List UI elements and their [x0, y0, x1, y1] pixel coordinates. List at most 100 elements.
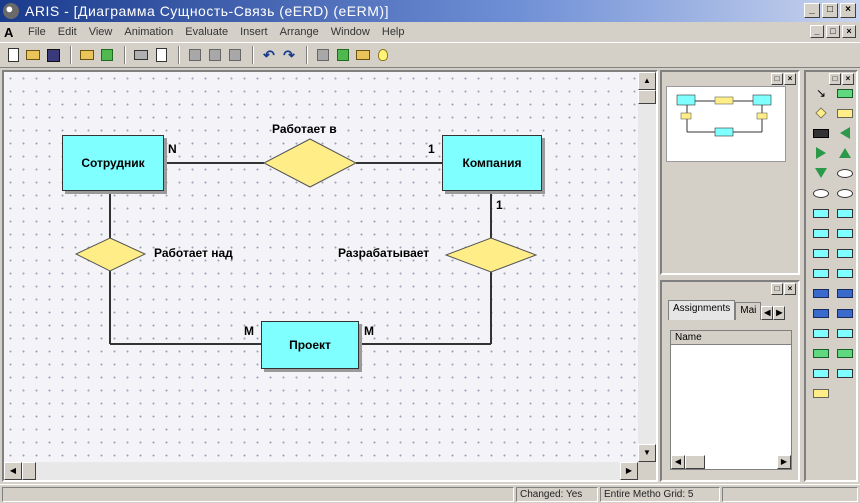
doc-restore-button[interactable]: □ — [826, 25, 840, 38]
print-button[interactable] — [132, 46, 150, 64]
paste-icon — [229, 49, 241, 61]
explorer-button[interactable] — [78, 46, 96, 64]
assignments-list[interactable]: Name ◀ ▶ — [670, 330, 792, 470]
undo-button[interactable]: ↶ — [260, 46, 278, 64]
navigator-button[interactable] — [98, 46, 116, 64]
key-attribute-symbol[interactable] — [810, 186, 832, 200]
entity-symbol-5[interactable] — [810, 246, 832, 260]
menu-window[interactable]: Window — [330, 26, 370, 38]
redo-button[interactable]: ↷ — [280, 46, 298, 64]
tab-scroll-left-button[interactable]: ◀ — [761, 306, 774, 320]
new-button[interactable] — [4, 46, 22, 64]
table-symbol-3[interactable] — [810, 306, 832, 320]
entity-symbol-2[interactable] — [834, 206, 856, 220]
generalization-symbol[interactable] — [810, 146, 832, 160]
list-scroll-left-button[interactable]: ◀ — [671, 455, 685, 469]
menu-edit[interactable]: Edit — [57, 26, 77, 38]
scroll-down-button[interactable]: ▼ — [638, 444, 656, 462]
list-scroll-right-button[interactable]: ▶ — [777, 455, 791, 469]
status-changed: Changed: Yes — [516, 487, 598, 502]
scroll-up-button[interactable]: ▲ — [638, 72, 656, 90]
menu-view[interactable]: View — [88, 26, 113, 38]
scroll-right-button[interactable]: ▶ — [620, 462, 638, 480]
field-symbol-1[interactable] — [810, 366, 832, 380]
view-symbol-3[interactable] — [810, 346, 832, 360]
copy-button[interactable] — [206, 46, 224, 64]
doc-minimize-button[interactable]: _ — [810, 25, 824, 38]
menu-evaluate[interactable]: Evaluate — [185, 26, 229, 38]
connection-tool-icon[interactable]: ↘ — [815, 86, 827, 100]
reinterpreted-relationship-symbol[interactable] — [834, 106, 856, 120]
cluster-symbol[interactable] — [810, 126, 832, 140]
model-button[interactable] — [334, 46, 352, 64]
view-symbol-1[interactable] — [810, 326, 832, 340]
menu-help[interactable]: Help — [381, 26, 405, 38]
print-preview-button[interactable] — [152, 46, 170, 64]
entity-company[interactable]: Компания — [442, 135, 542, 191]
entity-symbol-8[interactable] — [834, 266, 856, 280]
menu-file[interactable]: File — [28, 26, 46, 38]
open-button[interactable] — [24, 46, 42, 64]
vertical-scroll-thumb[interactable] — [638, 90, 656, 104]
tab-main[interactable]: Mai — [735, 302, 762, 320]
overview-pin-button[interactable]: □ — [771, 73, 783, 85]
entity-employee[interactable]: Сотрудник — [62, 135, 164, 191]
develops-diamond[interactable] — [444, 237, 538, 273]
entity-type-symbol[interactable] — [834, 86, 856, 100]
vertical-scrollbar[interactable]: ▲ ▼ — [638, 72, 656, 462]
maximize-button[interactable]: □ — [822, 3, 838, 18]
entity-symbol-4[interactable] — [834, 226, 856, 240]
save-button[interactable] — [44, 46, 62, 64]
works-on-diamond[interactable] — [74, 237, 147, 272]
find-button[interactable] — [354, 46, 372, 64]
doc-close-button[interactable]: × — [842, 25, 856, 38]
minimize-button[interactable]: _ — [804, 3, 820, 18]
table-symbol-1[interactable] — [810, 286, 832, 300]
scroll-left-button[interactable]: ◀ — [4, 462, 22, 480]
assignments-pin-button[interactable]: □ — [771, 283, 783, 295]
menu-animation[interactable]: Animation — [124, 26, 174, 38]
diagram-canvas-frame: Сотрудник Компания Проект Работает в Раб… — [2, 70, 658, 482]
entity-project[interactable]: Проект — [261, 321, 359, 369]
cut-button[interactable] — [186, 46, 204, 64]
tab-scroll-right-button[interactable]: ▶ — [773, 306, 786, 320]
close-button[interactable]: × — [840, 3, 856, 18]
document-icon[interactable]: A — [4, 24, 14, 40]
descriptive-attribute-symbol[interactable] — [834, 186, 856, 200]
field-symbol-2[interactable] — [834, 366, 856, 380]
aris-app-icon[interactable] — [3, 3, 19, 19]
specialization-symbol[interactable] — [834, 126, 856, 140]
name-column-header[interactable]: Name — [671, 331, 791, 345]
entity-symbol-6[interactable] — [834, 246, 856, 260]
horizontal-scrollbar[interactable]: ◀ ▶ — [4, 462, 638, 480]
overview-close-button[interactable]: × — [784, 73, 796, 85]
entity-symbol-3[interactable] — [810, 226, 832, 240]
table-symbol-4[interactable] — [834, 306, 856, 320]
palette-close-button[interactable]: × — [842, 73, 854, 85]
tips-button[interactable] — [374, 46, 392, 64]
horizontal-scroll-thumb[interactable] — [22, 462, 36, 480]
entity-symbol-7[interactable] — [810, 266, 832, 280]
generalization-up-symbol[interactable] — [834, 146, 856, 160]
tab-assignments[interactable]: Assignments — [668, 300, 736, 320]
table-symbol-2[interactable] — [834, 286, 856, 300]
paste-button[interactable] — [226, 46, 244, 64]
properties-button[interactable] — [314, 46, 332, 64]
diagram-canvas[interactable]: Сотрудник Компания Проект Работает в Раб… — [4, 72, 638, 462]
text-symbol[interactable] — [810, 386, 832, 400]
attribute-oval-symbol[interactable] — [834, 166, 856, 180]
view-symbol-2[interactable] — [834, 326, 856, 340]
generalization-down-symbol[interactable] — [810, 166, 832, 180]
menu-arrange[interactable]: Arrange — [279, 26, 319, 38]
explorer-icon — [80, 50, 94, 60]
relationship-type-symbol[interactable] — [810, 106, 832, 120]
works-in-diamond[interactable] — [262, 138, 358, 188]
menu-insert[interactable]: Insert — [240, 26, 268, 38]
palette-pin-button[interactable]: □ — [829, 73, 841, 85]
view-symbol-4[interactable] — [834, 346, 856, 360]
open-folder-icon — [26, 50, 40, 60]
overview-thumbnail[interactable] — [666, 86, 786, 162]
entity-symbol-1[interactable] — [810, 206, 832, 220]
list-hscroll-thumb[interactable] — [685, 455, 705, 469]
assignments-close-button[interactable]: × — [784, 283, 796, 295]
